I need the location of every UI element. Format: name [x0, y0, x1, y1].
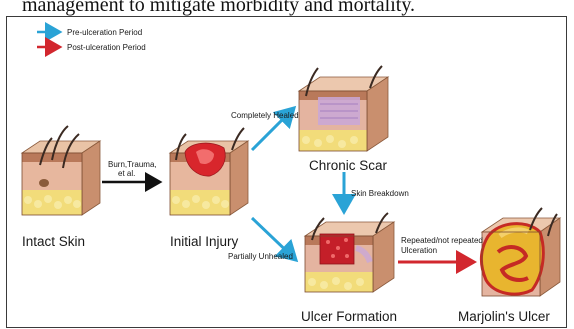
stage-label-chronic-scar: Chronic Scar [309, 158, 388, 173]
cause-label-line2: et al. [118, 169, 135, 178]
legend-post-label: Post-ulceration Period [67, 43, 146, 52]
stage-label-marjolin-ulcer: Marjolin's Ulcer [458, 309, 550, 324]
ulcer-formation-illustration-icon [305, 213, 394, 292]
initial-injury-illustration-icon [170, 128, 248, 215]
stage-label-ulcer-formation: Ulcer Formation [301, 309, 397, 324]
skin-breakdown-label: Skin Breakdown [351, 189, 409, 198]
partially-unhealed-label: Partially Unhealed [228, 252, 293, 261]
stage-label-initial-injury: Initial Injury [170, 234, 239, 249]
legend-pre-label: Pre-ulceration Period [67, 28, 142, 37]
repeat-label-line2: Ulceration [401, 246, 437, 255]
completely-healed-label: Completely Healed [231, 111, 299, 120]
legend: Pre-ulceration Period Post-ulceration Pe… [37, 28, 146, 52]
marjolin-ulcer-illustration-icon [482, 208, 561, 296]
chronic-scar-illustration-icon [299, 66, 388, 151]
repeat-label-line1: Repeated/not repeated [401, 236, 483, 245]
intact-skin-illustration-icon [22, 126, 100, 215]
stage-label-intact-skin: Intact Skin [22, 234, 85, 249]
cause-label-line1: Burn,Trauma, [108, 160, 157, 169]
